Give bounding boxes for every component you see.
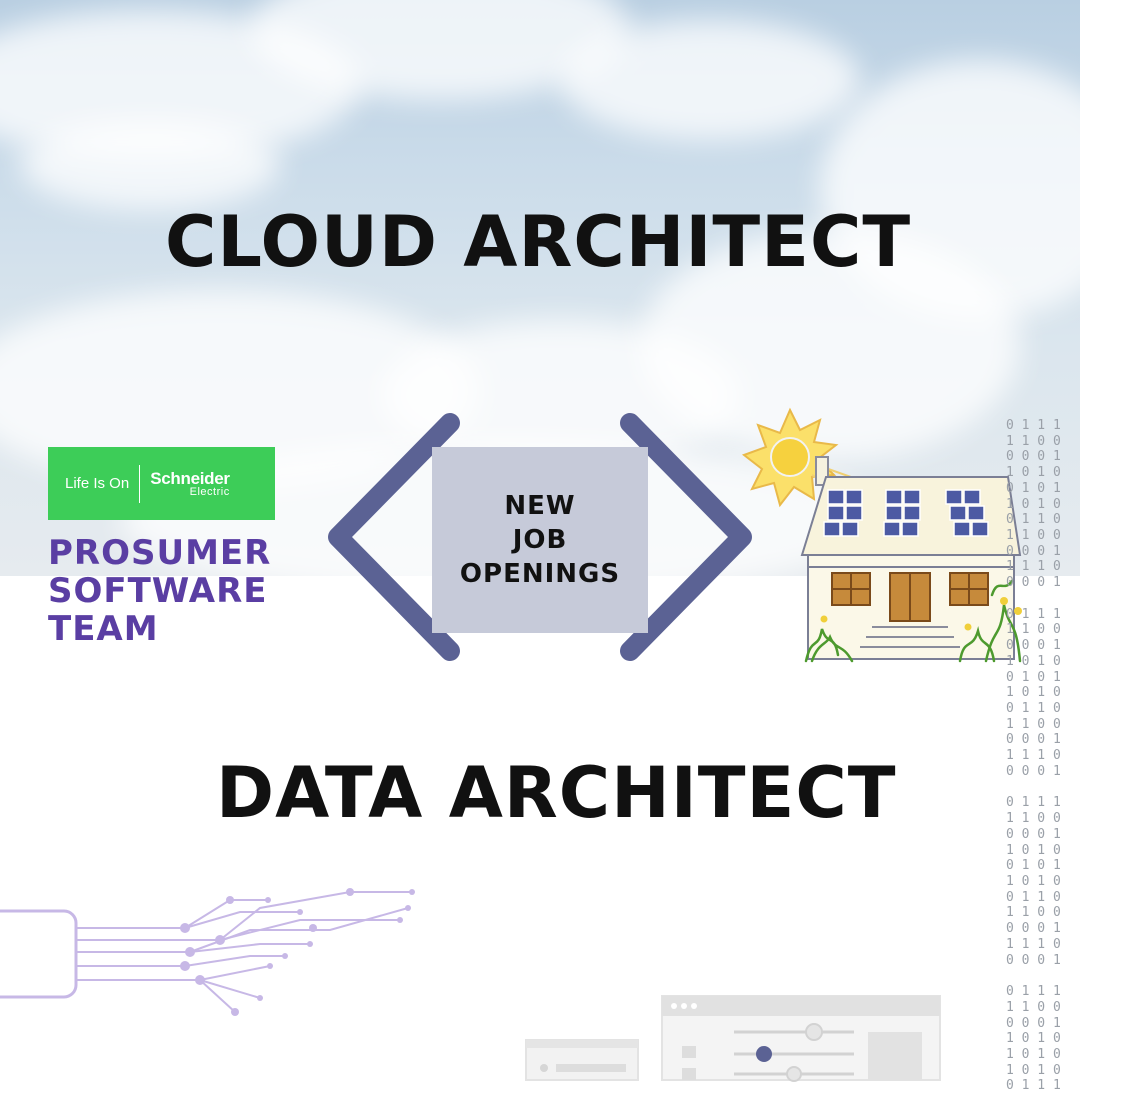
headline-cloud-architect: CLOUD ARCHITECT (165, 201, 912, 283)
binary-row: 1 0 1 0 (1006, 685, 1061, 701)
binary-row: 1 1 0 0 (1006, 716, 1061, 732)
new-job-openings-badge: NEW JOB OPENINGS (432, 447, 648, 633)
binary-row: 0 0 0 1 (1006, 826, 1061, 842)
ui-wireframe-decoration (525, 995, 941, 1082)
binary-row: 1 0 1 0 (1006, 842, 1061, 858)
binary-row: 0 0 0 1 (1006, 1015, 1061, 1031)
logo-brand-sub: Electric (189, 485, 230, 498)
team-line: TEAM (48, 609, 159, 649)
binary-row: 1 1 1 0 (1006, 936, 1061, 952)
binary-row: 1 0 1 0 (1006, 873, 1061, 889)
circuit-lines-decoration (0, 888, 415, 1016)
binary-row: 0 1 1 0 (1006, 512, 1061, 528)
binary-row: 0 1 1 1 (1006, 795, 1061, 811)
binary-row: 0 0 0 1 (1006, 732, 1061, 748)
badge-line: NEW (504, 491, 576, 521)
binary-row: 0 1 1 1 (1006, 984, 1061, 1000)
badge-line: OPENINGS (459, 559, 621, 589)
binary-row: 1 1 1 0 (1006, 748, 1061, 764)
binary-row: 0 1 1 1 (1006, 418, 1061, 433)
binary-row: 0 0 0 1 (1006, 543, 1061, 559)
binary-row: 0 0 0 1 (1006, 449, 1061, 465)
binary-row: 0 1 1 1 (1006, 606, 1061, 622)
binary-row: 1 0 1 0 (1006, 1031, 1061, 1047)
badge-line: JOB (512, 525, 568, 555)
binary-row: 0 0 0 1 (1006, 921, 1061, 937)
binary-row: 1 1 0 0 (1006, 433, 1061, 449)
binary-row: 1 1 0 0 (1006, 527, 1061, 543)
binary-row: 0 1 1 0 (1006, 889, 1061, 905)
binary-row: 1 0 1 0 (1006, 496, 1061, 512)
logo-wordmark: Schneider Electric (150, 470, 230, 498)
logo-divider (139, 464, 141, 503)
team-name: PROSUMER SOFTWARE TEAM (48, 534, 271, 648)
binary-row: 1 0 1 0 (1006, 465, 1061, 481)
headline-data-architect: DATA ARCHITECT (216, 752, 897, 834)
binary-row: 1 0 1 0 (1006, 1062, 1061, 1078)
binary-row: 0 0 0 1 (1006, 575, 1061, 591)
binary-row: 1 0 1 0 (1006, 1047, 1061, 1063)
binary-row: 0 1 0 1 (1006, 858, 1061, 874)
team-line: SOFTWARE (48, 571, 268, 611)
binary-row: 0 0 0 1 (1006, 952, 1061, 968)
sun-icon (741, 407, 839, 508)
binary-row: 0 0 0 1 (1006, 638, 1061, 654)
logo-brand-name: Schneider (150, 468, 230, 488)
schneider-electric-logo: Life Is On Schneider Electric (48, 447, 275, 520)
binary-row: 0 1 0 1 (1006, 669, 1061, 685)
binary-row: 1 1 0 0 (1006, 905, 1061, 921)
binary-row: 0 1 1 1 (1006, 1078, 1061, 1094)
binary-row: 1 1 1 0 (1006, 559, 1061, 575)
binary-row: 1 1 0 0 (1006, 622, 1061, 638)
sky-background (0, 0, 1140, 600)
code-brackets-icon (328, 413, 752, 661)
team-line: PROSUMER (48, 533, 272, 573)
binary-row: 1 1 0 0 (1006, 999, 1061, 1015)
binary-row: 1 0 1 0 (1006, 653, 1061, 669)
binary-row: 1 1 0 0 (1006, 811, 1061, 827)
binary-row: 0 1 0 1 (1006, 480, 1061, 496)
solar-house-illustration (741, 407, 1022, 663)
binary-row: 0 0 0 1 (1006, 763, 1061, 779)
logo-tagline: Life Is On (65, 475, 130, 492)
binary-row: 0 1 1 0 (1006, 700, 1061, 716)
